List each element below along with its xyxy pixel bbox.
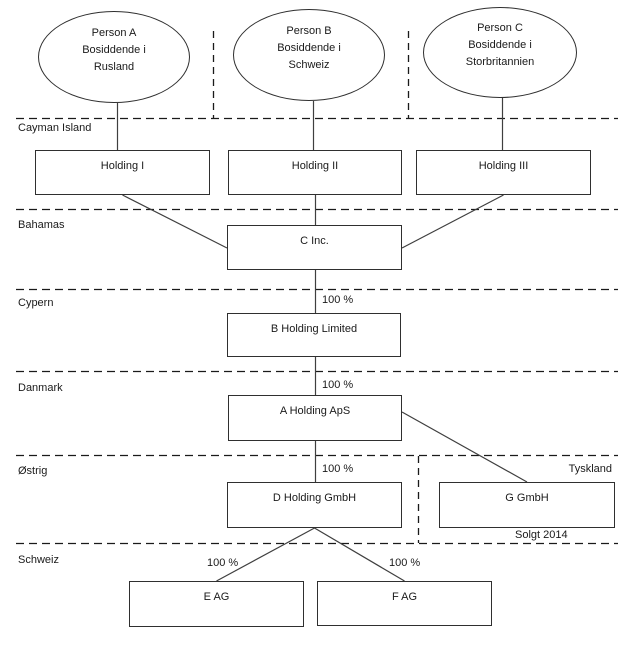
person-a-residence-country: Rusland <box>93 60 135 73</box>
connector-d-holding-f-ag <box>314 527 405 582</box>
person-c-residence-prefix: Bosiddende i <box>468 39 532 51</box>
ownership-label-f-ag: 100 % <box>389 557 421 569</box>
ownership-label-a-holding: 100 % <box>322 379 354 391</box>
connector-d-holding-e-ag <box>216 527 315 582</box>
person-a-name: Person A <box>91 26 137 39</box>
company-box-holding-ii: Holding II <box>228 150 402 195</box>
ownership-label-d-holding: 100 % <box>322 463 354 475</box>
company-box-holding-iii: Holding III <box>416 150 591 195</box>
person-c-name: Person C <box>477 22 523 34</box>
company-box-c-inc: C Inc. <box>227 225 402 270</box>
region-label-cypern: Cypern <box>18 297 54 309</box>
company-box-f-ag: F AG <box>317 581 492 626</box>
ownership-label-b-holding: 100 % <box>322 294 354 306</box>
region-label-bahamas: Bahamas <box>18 219 65 231</box>
company-box-b-holding-limited: B Holding Limited <box>227 313 401 357</box>
connector-holding-1-c-inc <box>122 194 228 249</box>
person-b-residence-prefix: Bosiddende i <box>277 41 341 54</box>
person-c-residence-country: Storbritannien <box>465 56 535 68</box>
person-b-residence-country: Schweiz <box>288 58 330 71</box>
person-b-ellipse: Person B Bosiddende i Schweiz <box>233 9 385 101</box>
region-label-oestrig: Østrig <box>18 465 48 477</box>
company-box-e-ag: E AG <box>129 581 304 627</box>
solgt-2014-note: Solgt 2014 <box>515 529 568 541</box>
region-label-schweiz: Schweiz <box>18 554 59 566</box>
ownership-label-e-ag: 100 % <box>207 557 239 569</box>
connector-a-holding-g-gmbh <box>401 411 528 483</box>
company-box-holding-i: Holding I <box>35 150 210 195</box>
connector-holding-3-c-inc <box>401 194 504 249</box>
person-c-ellipse: Person C Bosiddende i Storbritannien <box>423 7 577 98</box>
company-box-d-holding-gmbh: D Holding GmbH <box>227 482 402 528</box>
person-a-residence-prefix: Bosiddende i <box>82 43 146 56</box>
region-label-danmark: Danmark <box>18 382 63 394</box>
company-box-a-holding-aps: A Holding ApS <box>228 395 402 441</box>
company-box-g-gmbh: G GmbH <box>439 482 615 528</box>
region-label-cayman-island: Cayman Island <box>18 122 92 134</box>
region-label-tyskland: Tyskland <box>568 463 612 475</box>
person-a-ellipse: Person A Bosiddende i Rusland <box>38 11 190 103</box>
person-b-name: Person B <box>286 24 332 37</box>
